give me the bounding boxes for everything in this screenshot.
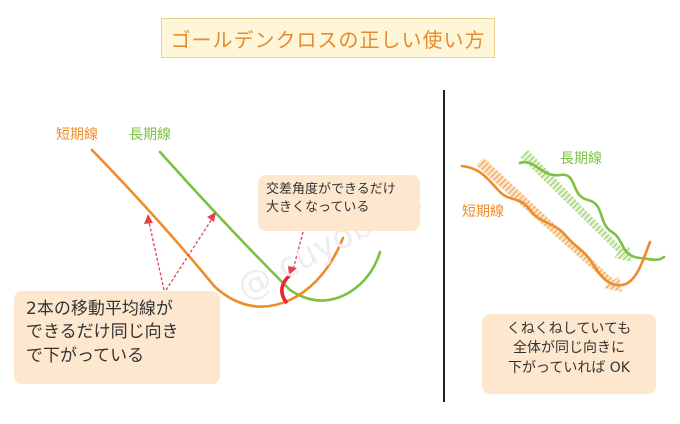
right-short-line bbox=[460, 164, 652, 287]
angle-note-line-2: 大きくなっている bbox=[266, 199, 370, 215]
main-note-callout: 2本の移動平均線が できるだけ同じ向き で下がっている bbox=[14, 291, 220, 384]
main-note-line-2: できるだけ同じ向き bbox=[26, 322, 179, 343]
angle-note-line-1: 交差角度ができるだけ bbox=[266, 182, 396, 197]
right-note-line-3: 下がっていれば OK bbox=[508, 359, 630, 376]
right-note-line-1: くねくねしていても bbox=[506, 321, 632, 337]
angle-pointer-arrowhead bbox=[288, 266, 297, 275]
right-note-line-2: 全体が同じ向きに bbox=[513, 340, 625, 357]
main-note-line-3: で下がっている bbox=[26, 345, 145, 366]
angle-note-callout: 交差角度ができるだけ 大きくなっている bbox=[258, 175, 420, 231]
left-long-label: 長期線 bbox=[129, 127, 171, 143]
left-short-line bbox=[90, 148, 345, 308]
right-long-label: 長期線 bbox=[560, 151, 602, 167]
page-title: ゴールデンクロスの正しい使い方 bbox=[170, 27, 486, 52]
pointer-arrowhead-short bbox=[144, 214, 153, 224]
right-note-callout: くねくねしていても 全体が同じ向きに 下がっていれば OK bbox=[482, 314, 656, 394]
right-short-label: 短期線 bbox=[462, 204, 504, 220]
left-short-label: 短期線 bbox=[56, 127, 98, 143]
pointer-arrow-long bbox=[165, 218, 213, 291]
pointer-arrow-short bbox=[148, 221, 165, 291]
title-box: ゴールデンクロスの正しい使い方 bbox=[161, 18, 495, 58]
main-note-line-1: 2本の移動平均線が bbox=[26, 299, 173, 319]
right-long-trend-arrow bbox=[520, 150, 632, 262]
angle-pointer-arrow bbox=[292, 231, 304, 271]
pointer-arrowhead-long bbox=[207, 212, 216, 222]
crossing-angle-arc bbox=[280, 273, 292, 304]
